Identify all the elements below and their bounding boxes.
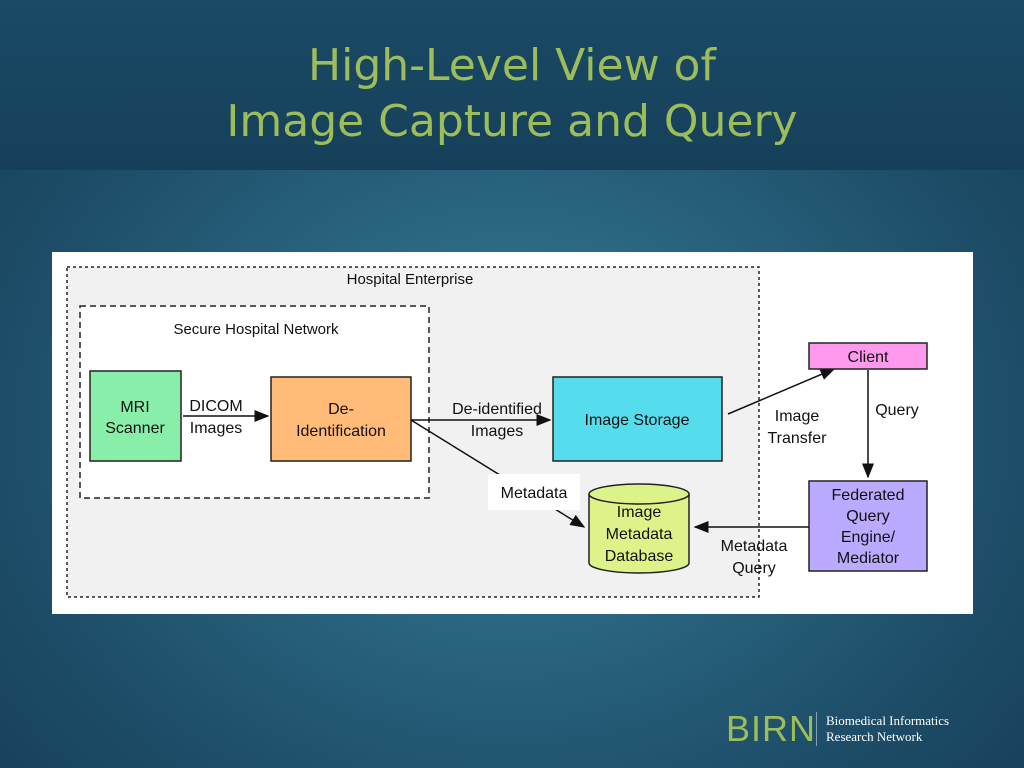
title-line-2: Image Capture and Query bbox=[226, 96, 798, 147]
deid-images-line1: De-identified bbox=[452, 401, 542, 418]
fed-line1: Federated bbox=[832, 487, 905, 504]
client-box bbox=[808, 342, 928, 370]
deid-line1: De- bbox=[328, 401, 354, 418]
db-line2: Metadata bbox=[606, 526, 673, 543]
query-label: Query bbox=[875, 402, 919, 419]
title-line-1: High-Level View of bbox=[308, 40, 716, 91]
diagram-panel: Hospital Enterprise Secure Hospital Netw… bbox=[52, 252, 973, 614]
architecture-diagram: Hospital Enterprise Secure Hospital Netw… bbox=[66, 266, 928, 598]
birn-logo: BIRN bbox=[726, 708, 817, 749]
fed-line3: Engine/ bbox=[841, 529, 896, 546]
client-label: Client bbox=[848, 349, 889, 366]
footer-org-name: Biomedical Informatics Research Network bbox=[826, 713, 949, 745]
image-transfer-line1: Image bbox=[775, 408, 820, 425]
image-transfer-line2: Transfer bbox=[768, 430, 828, 447]
hospital-enterprise-label: Hospital Enterprise bbox=[347, 271, 474, 288]
dicom-line2: Images bbox=[190, 420, 242, 437]
deidentification-box bbox=[270, 376, 412, 462]
footer-divider bbox=[816, 712, 817, 746]
footer-line-1: Biomedical Informatics bbox=[826, 713, 950, 728]
arrow-storage-to-client bbox=[727, 368, 836, 415]
title-band bbox=[0, 0, 1024, 170]
metadata-query-line1: Metadata bbox=[721, 538, 788, 555]
footer-line-2: Research Network bbox=[826, 729, 923, 744]
secure-network-label: Secure Hospital Network bbox=[173, 321, 339, 338]
federated-engine-box bbox=[808, 480, 928, 572]
mri-scanner-box bbox=[89, 370, 182, 462]
metadata-database bbox=[588, 483, 690, 574]
metadata-label: Metadata bbox=[501, 485, 568, 502]
deid-images-line2: Images bbox=[471, 423, 523, 440]
image-storage-box bbox=[552, 376, 723, 462]
mri-line2: Scanner bbox=[105, 420, 165, 437]
metadata-query-line2: Query bbox=[732, 560, 776, 577]
db-line3: Database bbox=[605, 548, 674, 565]
metadata-label-bg bbox=[488, 474, 580, 510]
fed-line2: Query bbox=[846, 508, 890, 525]
slide-title: High-Level View of Image Capture and Que… bbox=[0, 38, 1024, 150]
db-line1: Image bbox=[617, 504, 662, 521]
deid-line2: Identification bbox=[296, 423, 386, 440]
fed-line4: Mediator bbox=[837, 550, 900, 567]
image-storage-label: Image Storage bbox=[585, 412, 690, 429]
mri-line1: MRI bbox=[120, 399, 149, 416]
dicom-line1: DICOM bbox=[189, 398, 242, 415]
